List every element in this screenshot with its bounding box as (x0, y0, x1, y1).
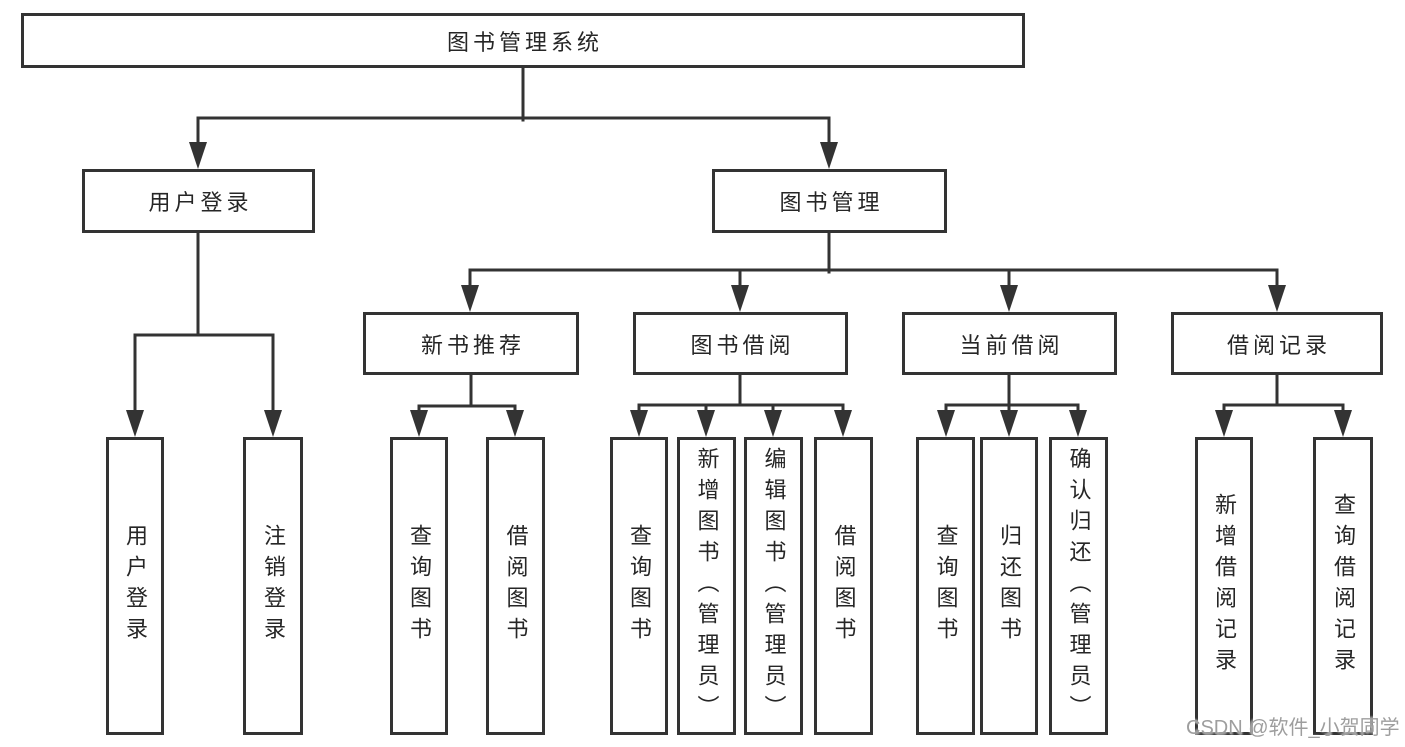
node-book-borrowing-label: 图书借阅 (690, 332, 795, 358)
leaf-query-borrow-record: 查询借阅记录 (1313, 437, 1373, 735)
node-library-system: 图书管理系统 (21, 13, 1025, 68)
node-user-login-label: 用户登录 (148, 190, 253, 215)
leaf-logout-label: 注销登录 (261, 524, 286, 648)
leaf-edit-book-admin-label: 编辑图书（管理员） (761, 446, 787, 726)
leaf-logout: 注销登录 (243, 437, 303, 735)
node-current-borrowing-label: 当前借阅 (959, 332, 1064, 358)
node-borrowing-records: 借阅记录 (1171, 312, 1383, 375)
node-user-login: 用户登录 (82, 169, 315, 233)
leaf-query-books-1-label: 查询图书 (407, 524, 432, 648)
watermark: CSDN @软件_小贺同学 (1186, 717, 1400, 739)
node-book-management-label: 图书管理 (779, 190, 884, 215)
leaf-query-books-3: 查询图书 (916, 437, 975, 735)
node-book-management: 图书管理 (712, 169, 947, 233)
leaf-borrow-books-1: 借阅图书 (486, 437, 545, 735)
leaf-confirm-return-admin-label: 确认归还（管理员） (1066, 446, 1092, 726)
leaf-query-books-3-label: 查询图书 (933, 524, 959, 648)
leaf-user-login-label: 用户登录 (123, 524, 148, 648)
leaf-query-books-2-label: 查询图书 (627, 524, 652, 648)
node-new-book-recommend: 新书推荐 (363, 312, 579, 375)
leaf-query-borrow-record-label: 查询借阅记录 (1331, 493, 1356, 679)
leaf-add-book-admin: 新增图书（管理员） (677, 437, 736, 735)
node-book-borrowing: 图书借阅 (633, 312, 848, 375)
leaf-add-borrow-record-label: 新增借阅记录 (1212, 493, 1237, 679)
leaf-return-book: 归还图书 (980, 437, 1038, 735)
leaf-borrow-books-1-label: 借阅图书 (503, 524, 529, 648)
leaf-add-borrow-record: 新增借阅记录 (1195, 437, 1253, 735)
leaf-confirm-return-admin: 确认归还（管理员） (1049, 437, 1108, 735)
leaf-return-book-label: 归还图书 (997, 524, 1022, 648)
node-current-borrowing: 当前借阅 (902, 312, 1117, 375)
leaf-edit-book-admin: 编辑图书（管理员） (744, 437, 803, 735)
leaf-query-books-1: 查询图书 (390, 437, 448, 735)
node-library-system-label: 图书管理系统 (446, 29, 603, 55)
node-borrowing-records-label: 借阅记录 (1226, 332, 1331, 358)
leaf-borrow-books-2: 借阅图书 (814, 437, 873, 735)
leaf-add-book-admin-label: 新增图书（管理员） (694, 446, 720, 726)
leaf-user-login: 用户登录 (106, 437, 164, 735)
node-new-book-recommend-label: 新书推荐 (420, 332, 525, 358)
leaf-query-books-2: 查询图书 (610, 437, 668, 735)
leaf-borrow-books-2-label: 借阅图书 (831, 524, 857, 648)
